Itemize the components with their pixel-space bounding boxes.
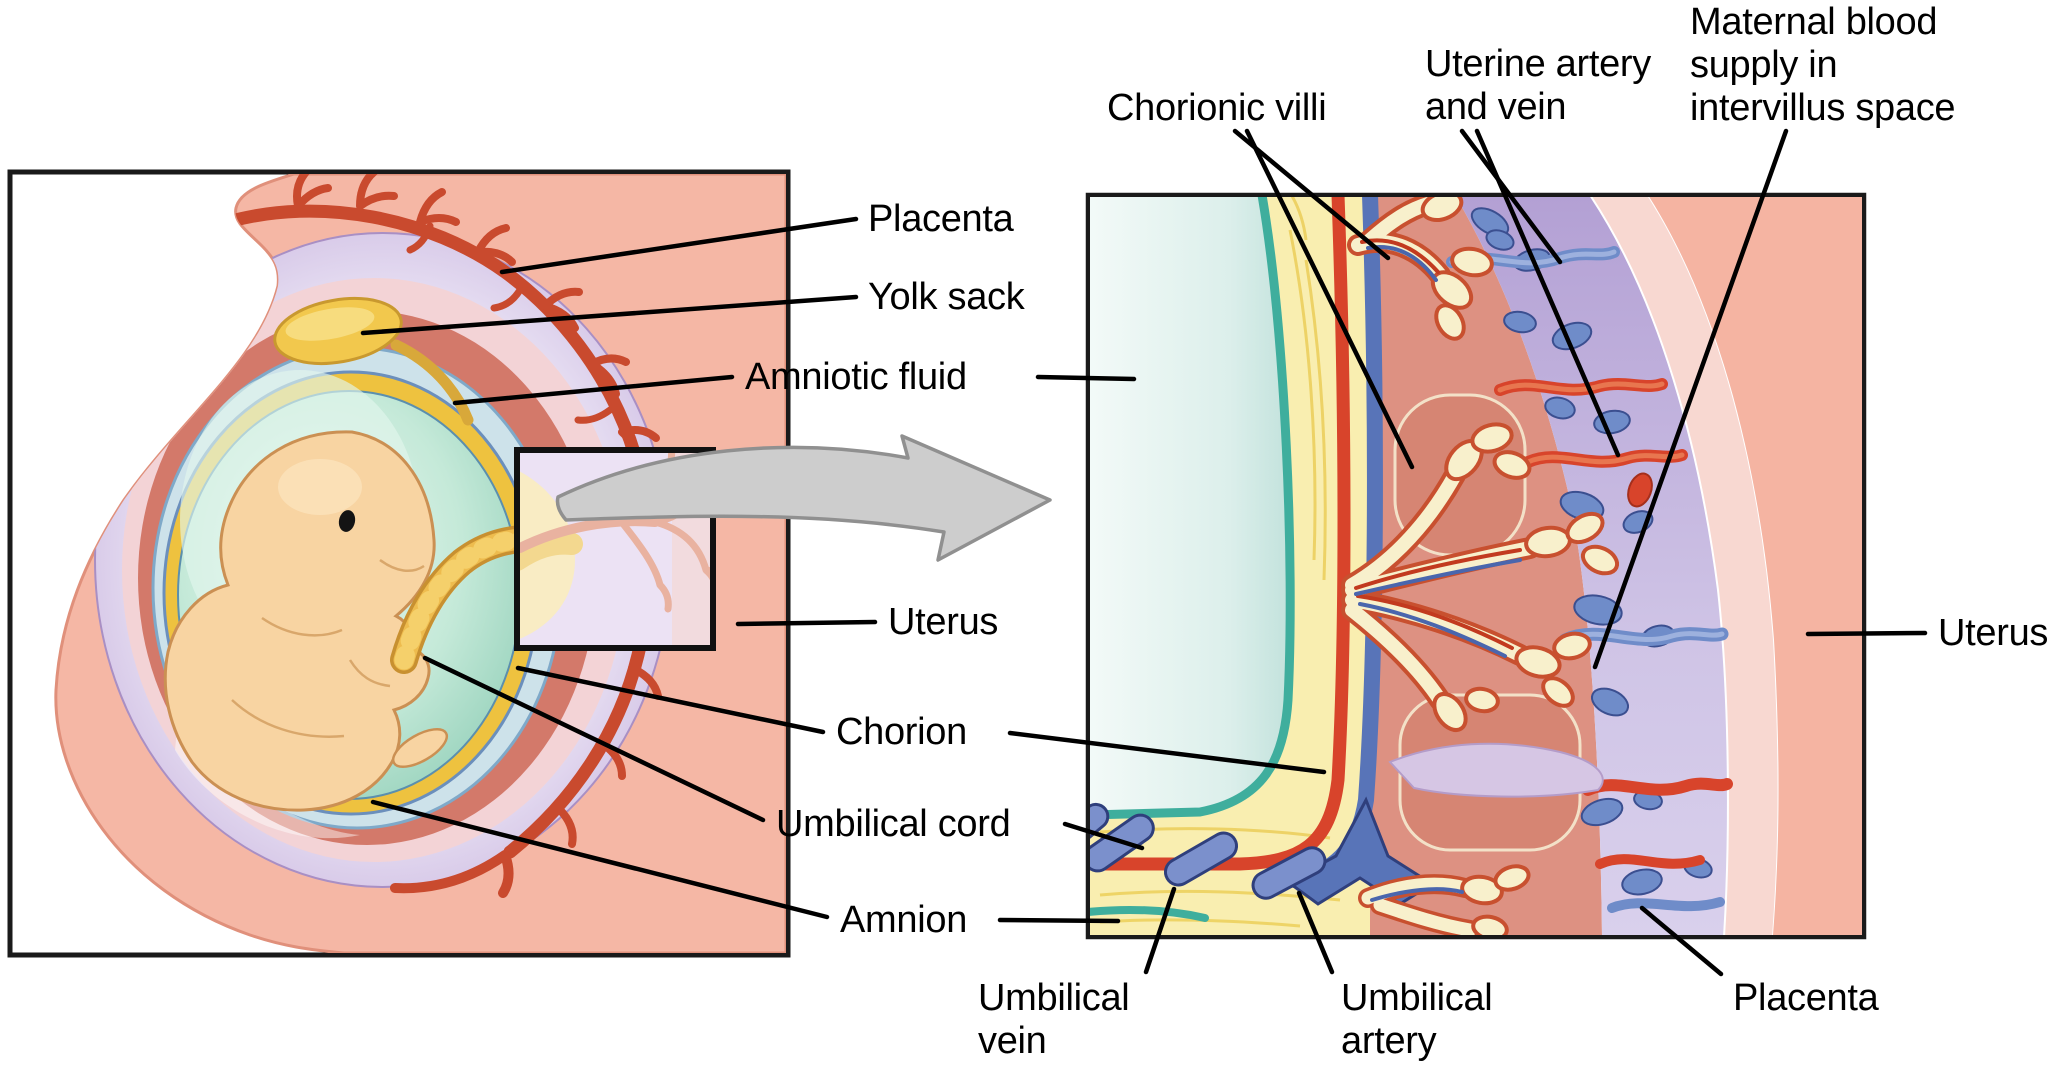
anchoring-villus-shelf <box>1388 742 1604 798</box>
chorion-layer <box>1090 197 1400 935</box>
fetus-limb-creases <box>231 558 425 738</box>
villous-tree-bottom <box>1358 864 1531 935</box>
villous-tree-middle <box>1341 422 1620 733</box>
label-amnion: Amnion <box>840 899 968 941</box>
label-placenta-right: Placenta <box>1733 977 1879 1019</box>
label-maternal-blood-supply: Maternal blood supply in intervillus spa… <box>1690 1 1956 129</box>
placenta-detail-panel <box>1085 192 1867 940</box>
fetus-head-highlight <box>278 459 362 515</box>
leader-lines <box>360 128 1928 977</box>
label-yolk-sack: Yolk sack <box>868 276 1025 318</box>
red-blood-cell <box>1627 472 1653 508</box>
label-uterus-left: Uterus <box>888 601 999 643</box>
label-uterine-artery-and-vein: Uterine artery and vein <box>1425 43 1651 128</box>
label-umbilical-vein: Umbilical vein <box>978 977 1130 1062</box>
fetus-eye <box>338 510 356 532</box>
placenta-vessels <box>221 174 683 898</box>
yolk-sack-shape <box>273 297 474 426</box>
zoom-arrow-icon <box>555 434 1052 562</box>
label-chorion: Chorion <box>836 711 967 753</box>
label-umbilical-artery: Umbilical artery <box>1341 977 1493 1062</box>
amnion-membrane-edge <box>1090 197 1295 820</box>
label-amniotic-fluid: Amniotic fluid <box>745 356 967 398</box>
label-placenta-left: Placenta <box>868 198 1014 240</box>
fetus <box>163 430 449 812</box>
label-umbilical-cord: Umbilical cord <box>776 803 1011 845</box>
embryo-overview-panel <box>7 169 791 958</box>
umbilical-vein-slabs <box>1090 802 1327 900</box>
amnion-bottom-strip <box>1090 906 1209 922</box>
amniotic-fluid-region-detail <box>1090 197 1291 815</box>
label-chorionic-villi: Chorionic villi <box>1107 87 1327 129</box>
fetus-foot <box>391 727 449 769</box>
label-uterus-right: Uterus <box>1938 612 2049 654</box>
villous-trees <box>1341 197 1620 935</box>
uterus-muscle-layer <box>1649 197 1862 935</box>
